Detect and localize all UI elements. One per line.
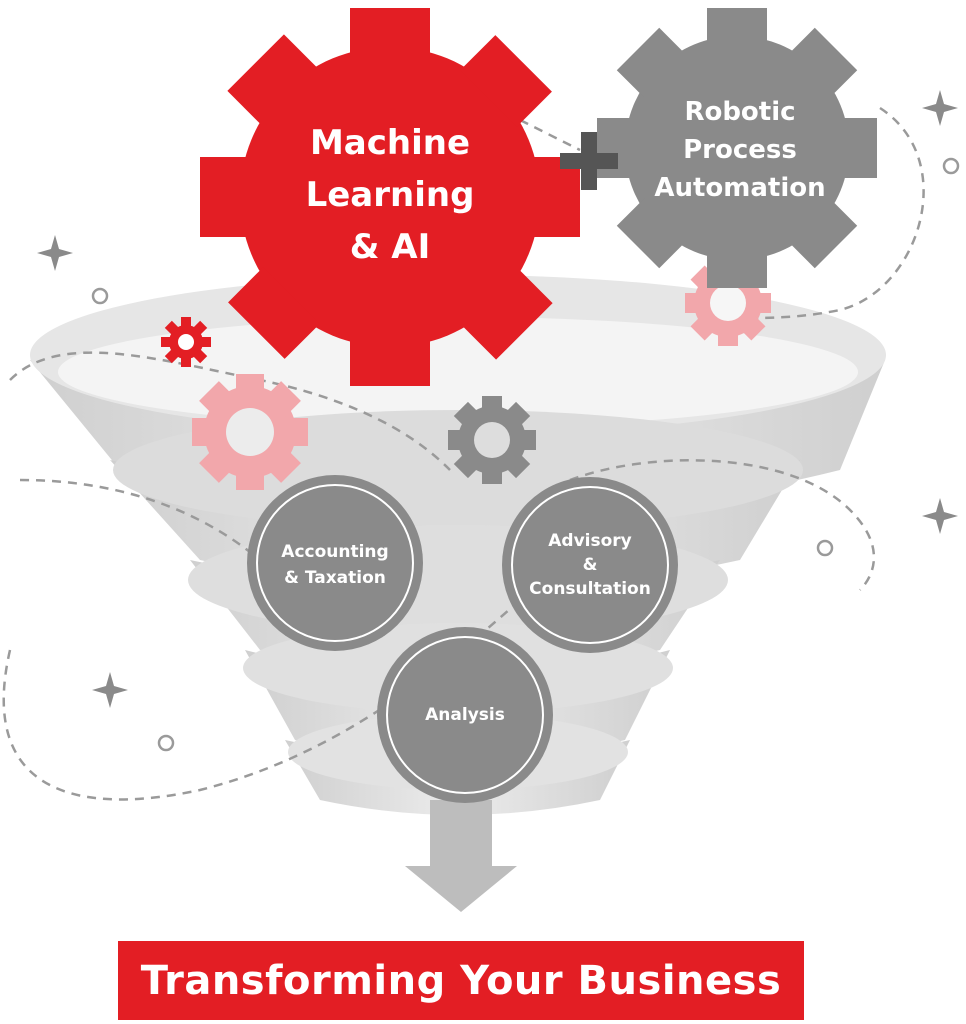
sparkle-icon (37, 90, 958, 708)
pink-gear-icon (192, 374, 308, 490)
rpa-line-3: Automation (654, 173, 826, 203)
banner-text: Transforming Your Business (140, 957, 782, 1004)
plus-icon (560, 132, 618, 190)
service-circles (247, 475, 678, 803)
analysis-line-1: Analysis (425, 705, 505, 725)
advisory-line-3: Consultation (529, 579, 651, 599)
small-red-gear-icon (161, 317, 211, 367)
rpa-gear-label: Robotic Process Automation (620, 90, 860, 210)
advisory-circle-label: Advisory & Consultation (505, 510, 675, 620)
ml-line-1: Machine (309, 123, 471, 163)
ring-icon (91, 157, 960, 752)
rpa-line-1: Robotic (684, 97, 796, 127)
banner: Transforming Your Business (118, 941, 804, 1020)
ml-gear-icon (200, 8, 580, 386)
ml-line-2: Learning (305, 175, 475, 215)
accounting-line-1: Accounting (281, 542, 389, 562)
gray-gear-icon (448, 396, 536, 484)
accounting-line-2: & Taxation (284, 568, 386, 588)
rpa-gear-icon (597, 8, 877, 288)
advisory-line-2: & (582, 555, 598, 575)
advisory-line-1: Advisory (548, 531, 632, 551)
rpa-line-2: Process (683, 135, 797, 165)
analysis-circle-label: Analysis (380, 665, 550, 765)
ml-gear-label: Machine Learning & AI (250, 120, 530, 270)
accounting-circle-label: Accounting & Taxation (250, 515, 420, 615)
ml-line-3: & AI (349, 227, 431, 267)
down-arrow-icon (405, 800, 517, 912)
